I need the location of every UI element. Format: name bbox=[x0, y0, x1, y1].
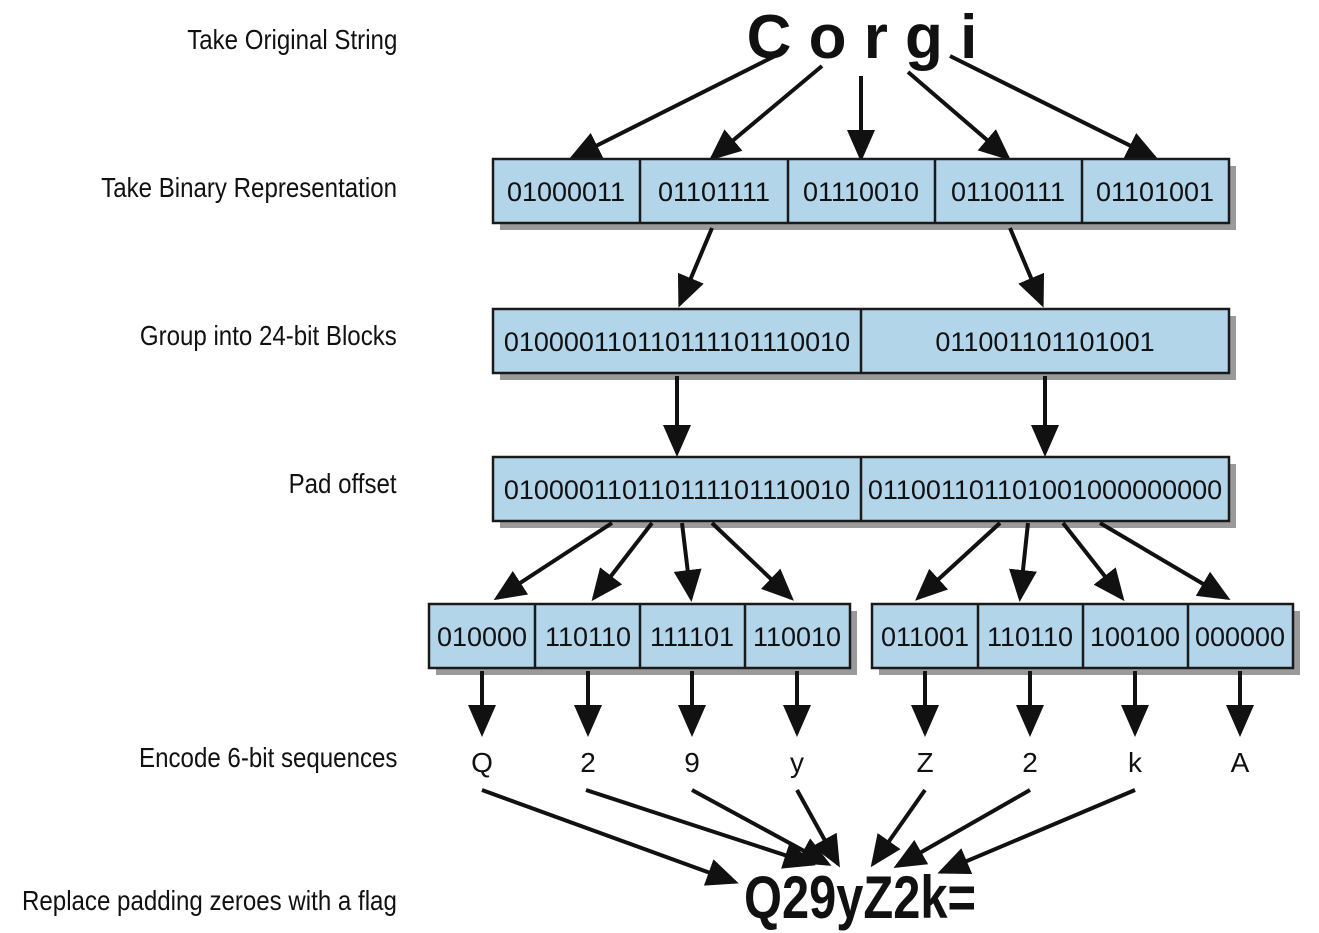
char-to-result-arrows bbox=[481, 788, 1136, 886]
arrow-down bbox=[1008, 227, 1045, 308]
sextet-cell: 111101 bbox=[650, 622, 734, 652]
sextet-cell: 100100 bbox=[1090, 622, 1180, 652]
sextet-group-right: 011001 110110 100100 000000 bbox=[870, 602, 1300, 675]
block-to-pad-arrows bbox=[663, 376, 1059, 457]
sextet-cell: 010000 bbox=[437, 622, 527, 652]
sextet-cell: 110110 bbox=[987, 622, 1073, 652]
encoded-char: Z bbox=[916, 747, 933, 778]
sextet-cell: 110010 bbox=[753, 622, 841, 652]
sextet-cell: 110110 bbox=[545, 622, 631, 652]
arrow-down bbox=[1009, 522, 1037, 602]
pad-to-sextet-arrows bbox=[493, 521, 1231, 602]
arrow-down bbox=[673, 522, 702, 602]
byte-cell: 01100111 bbox=[951, 177, 1065, 207]
step-label-binary: Take Binary Representation bbox=[101, 172, 397, 203]
encoded-char: Q bbox=[471, 747, 493, 778]
block-cell: 010000110110111101110010 bbox=[504, 327, 850, 357]
original-string: C o r g i bbox=[747, 3, 978, 72]
encoded-char: 2 bbox=[580, 747, 596, 778]
byte-row: 01000011 01101111 01110010 01100111 0110… bbox=[491, 157, 1236, 230]
arrow-converge bbox=[893, 788, 1031, 868]
sextet-group-left: 010000 110110 111101 110010 bbox=[427, 602, 857, 675]
encoded-char: y bbox=[790, 747, 804, 778]
step-label-replace: Replace padding zeroes with a flag bbox=[22, 885, 397, 916]
arrow-converge bbox=[870, 788, 927, 868]
encoded-char: 9 bbox=[684, 747, 700, 778]
arrow-down bbox=[710, 521, 794, 601]
byte-to-block-arrows bbox=[677, 227, 1045, 308]
base64-result: Q29yZ2k= bbox=[744, 864, 976, 931]
sextet-cell: 011001 bbox=[881, 622, 969, 652]
arrow-letter-o bbox=[708, 64, 824, 161]
arrow-letter-i bbox=[949, 54, 1159, 160]
step-label-encode: Encode 6-bit sequences bbox=[138, 742, 397, 773]
arrow-down bbox=[915, 521, 1002, 601]
arrow-letter-c bbox=[568, 54, 776, 160]
arrow-converge bbox=[481, 788, 739, 886]
letter-to-byte-arrows bbox=[568, 54, 1159, 162]
block-row: 010000110110111101110010 011001101101001 bbox=[491, 307, 1236, 380]
byte-cell: 01101001 bbox=[1096, 177, 1214, 207]
arrow-converge bbox=[585, 788, 816, 869]
encoded-char: A bbox=[1231, 747, 1250, 778]
arrow-converge bbox=[691, 788, 832, 866]
arrow-down bbox=[677, 227, 714, 308]
sextet-to-char-arrows bbox=[468, 671, 1254, 737]
arrow-down bbox=[1061, 521, 1125, 602]
encoded-row: Q 2 9 y Z 2 k A bbox=[471, 747, 1250, 778]
byte-cell: 01000011 bbox=[507, 177, 625, 207]
step-label-original: Take Original String bbox=[186, 24, 397, 55]
encoded-char: 2 bbox=[1022, 747, 1038, 778]
arrow-down bbox=[591, 521, 654, 602]
padded-cell: 011001101101001000000000 bbox=[868, 475, 1222, 505]
arrow-converge bbox=[795, 789, 840, 868]
arrow-letter-g bbox=[906, 70, 1012, 161]
sextet-cell: 000000 bbox=[1195, 622, 1285, 652]
padded-cell: 010000110110111101110010 bbox=[504, 475, 850, 505]
arrow-down bbox=[493, 521, 614, 601]
byte-cell: 01110010 bbox=[803, 177, 919, 207]
step-label-pad: Pad offset bbox=[289, 468, 397, 499]
arrow-down bbox=[1098, 521, 1231, 601]
encoded-char: k bbox=[1128, 747, 1143, 778]
arrow-converge bbox=[937, 788, 1136, 874]
block-cell: 011001101101001 bbox=[935, 327, 1154, 357]
byte-cell: 01101111 bbox=[658, 177, 770, 207]
padded-row: 010000110110111101110010 011001101101001… bbox=[491, 455, 1236, 528]
step-label-group: Group into 24-bit Blocks bbox=[140, 320, 397, 351]
